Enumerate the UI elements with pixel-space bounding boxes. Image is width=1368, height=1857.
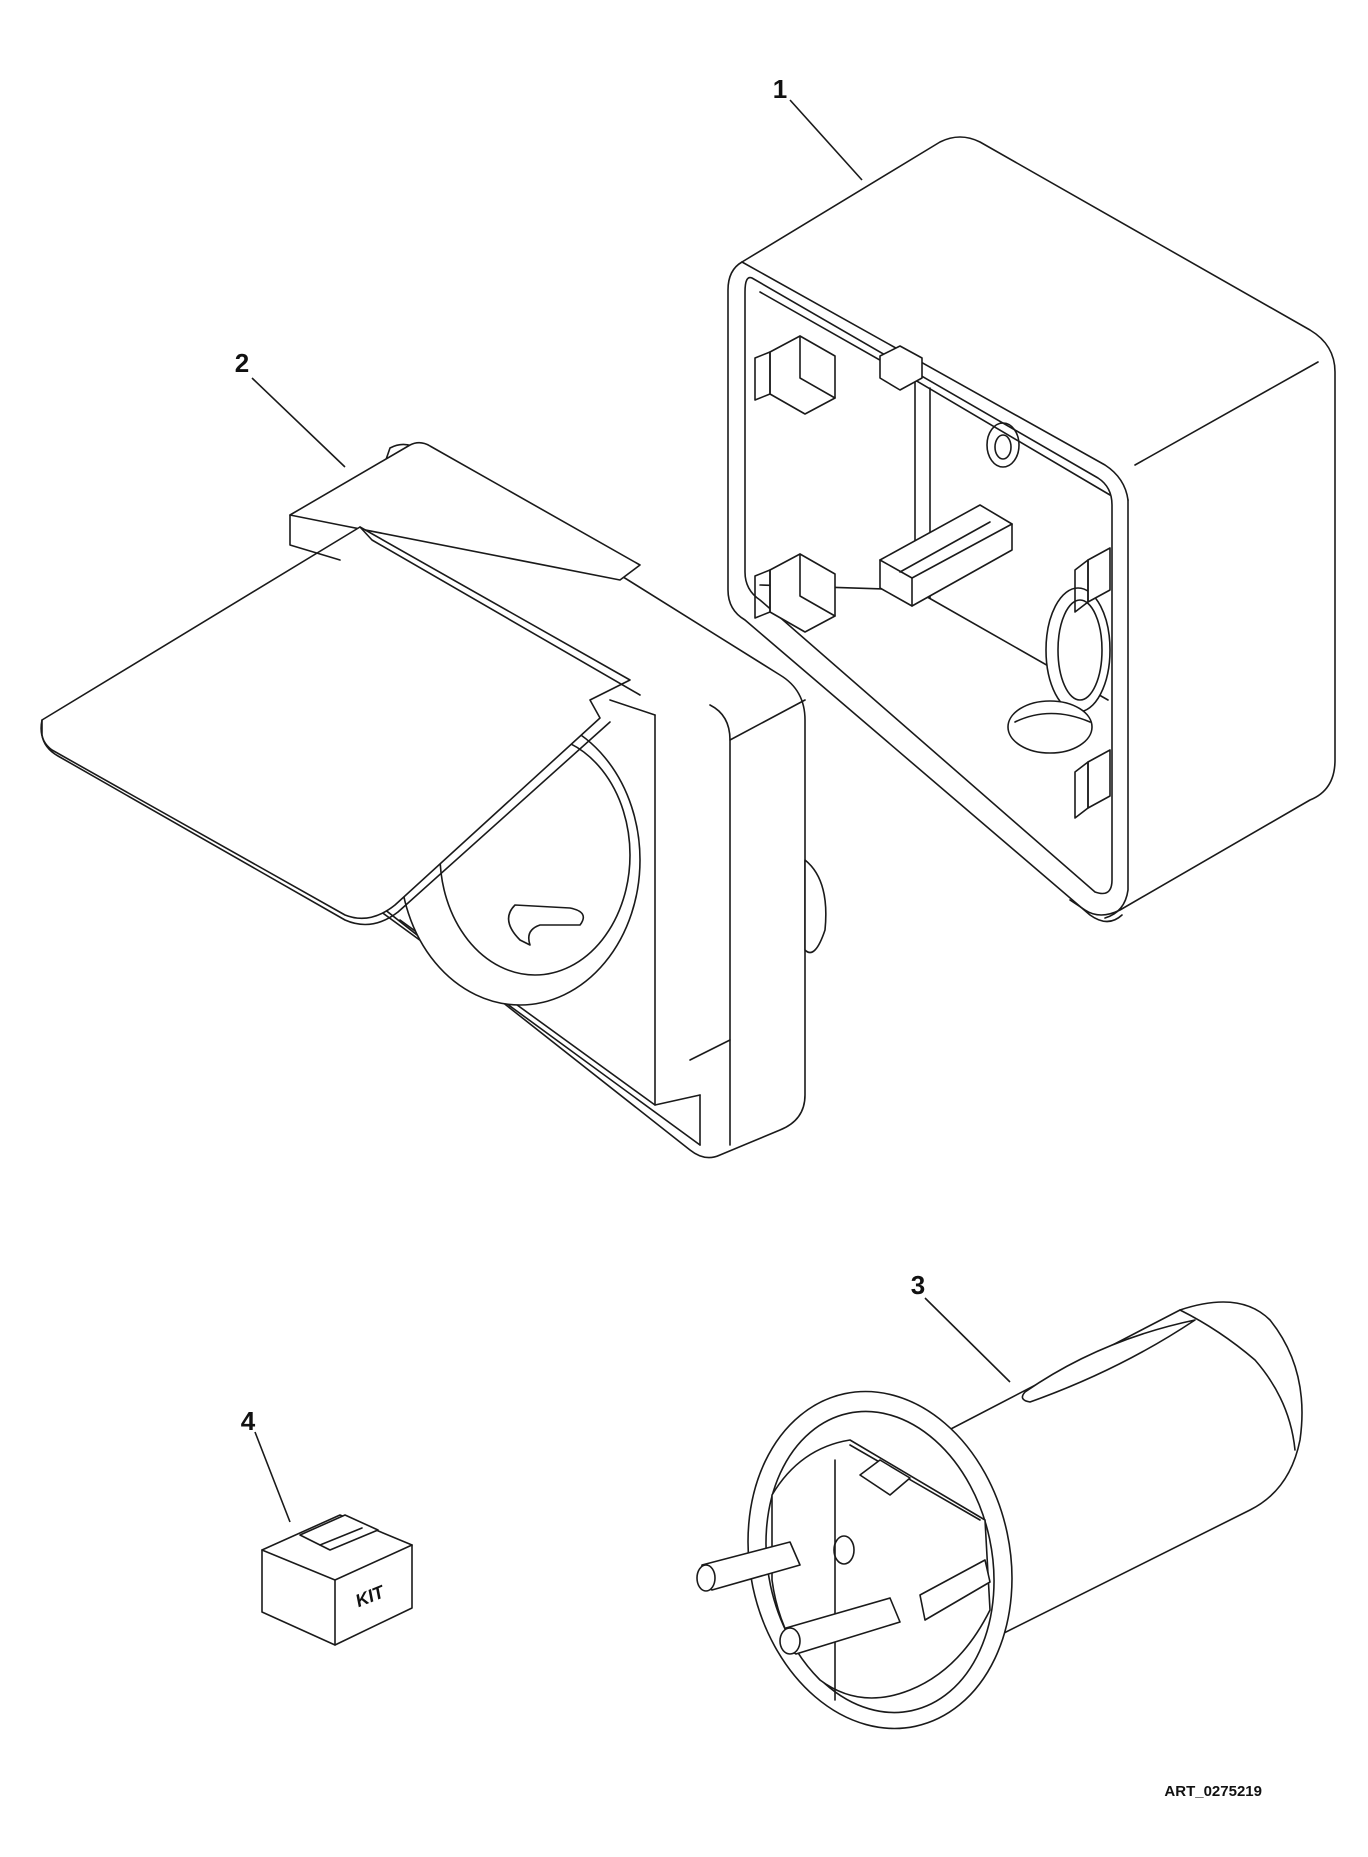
art-reference: ART_0275219 [1164, 1783, 1262, 1800]
schuko-plug [696, 1301, 1303, 1730]
callout-2: 2 [235, 348, 249, 378]
leader-line-1 [789, 99, 863, 181]
leader-line-4 [254, 1431, 291, 1523]
leader-line-2 [251, 377, 346, 468]
kit-box: KIT [261, 1514, 413, 1646]
leader-line-3 [924, 1297, 1011, 1383]
callout-4: 4 [241, 1406, 256, 1436]
mounting-box [727, 136, 1336, 923]
socket-with-lid [40, 441, 827, 1159]
callout-3: 3 [911, 1270, 925, 1300]
callout-1: 1 [773, 74, 787, 104]
